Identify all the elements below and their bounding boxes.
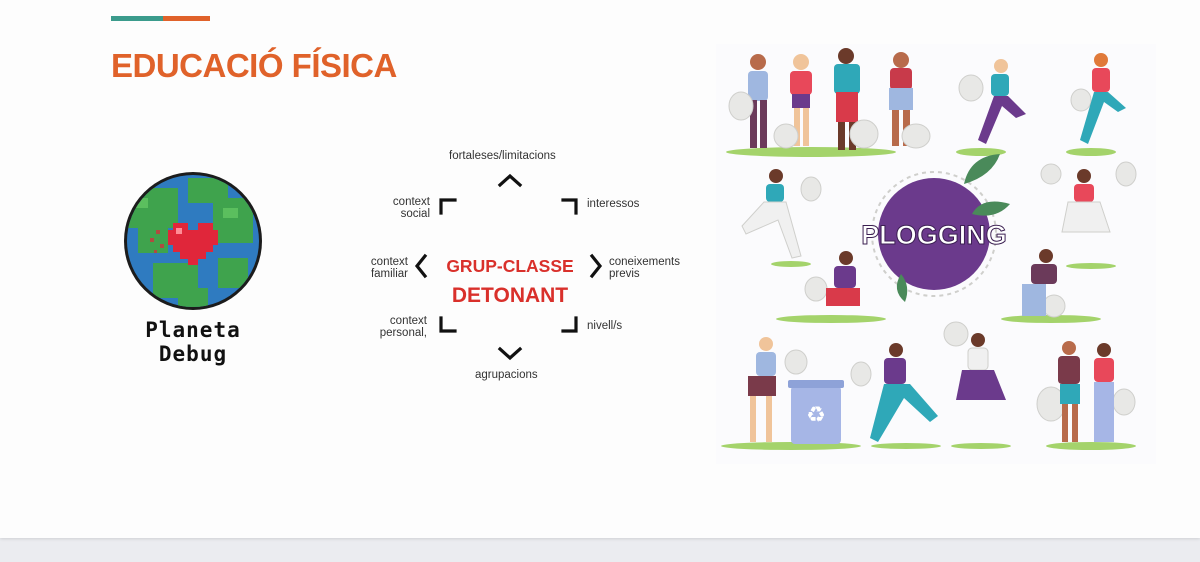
corner-top-right-icon [561,198,578,215]
plogging-illustration: PLOGGING ♻ [716,44,1156,464]
label-top-left-1: context [392,196,430,208]
chevron-right-icon [589,253,603,279]
planeta-debug-logo: Planeta Debug [118,168,268,373]
logo-text: Planeta Debug [118,318,268,366]
label-right: coneixements previs [609,256,680,280]
label-left-1: context [370,256,408,268]
recycle-bin-icon [791,386,841,444]
chevron-left-icon [414,253,428,279]
label-right-2: previs [609,268,640,280]
slide: EDUCACIÓ FÍSICA [0,0,1200,538]
label-left-2: familiar [370,268,408,280]
label-bottom-right: nivell/s [587,320,623,332]
logo-line-2: Debug [158,342,228,366]
center-title-grup-classe: GRUP-CLASSE [446,256,574,276]
slide-title: EDUCACIÓ FÍSICA [111,47,397,84]
label-bottom-left: context personal, [360,315,427,339]
logo-line-1: Planeta [145,318,241,342]
label-left: context familiar [360,256,408,280]
svg-text:♻: ♻ [806,403,826,428]
corner-bottom-right-icon [561,316,578,333]
diagram-chevrons [414,173,603,361]
grup-classe-diagram: fortaleses/limitacions context social in… [360,140,700,390]
label-top: fortaleses/limitacions [449,150,556,162]
center-title-detonant: DETONANT [451,284,569,307]
accent-bar-orange [163,16,210,21]
label-top-left-2: social [400,208,430,220]
corner-top-left-icon [439,198,457,215]
label-bottom-left-2: personal, [379,327,427,339]
label-bottom: agrupacions [475,369,538,381]
label-top-right: interessos [587,198,640,210]
label-bottom-left-1: context [389,315,427,327]
label-top-left: context social [370,196,430,220]
label-right-1: coneixements [609,256,680,268]
accent-bar-teal [111,16,163,21]
pixel-earth-heart-icon [124,172,262,310]
corner-bottom-left-icon [439,316,457,333]
plogging-badge [878,178,990,290]
chevron-down-icon [497,346,523,361]
plogging-badge-text: PLOGGING [861,220,1007,250]
chevron-up-icon [497,173,523,188]
plogging-people-illustration: PLOGGING ♻ [721,48,1137,450]
